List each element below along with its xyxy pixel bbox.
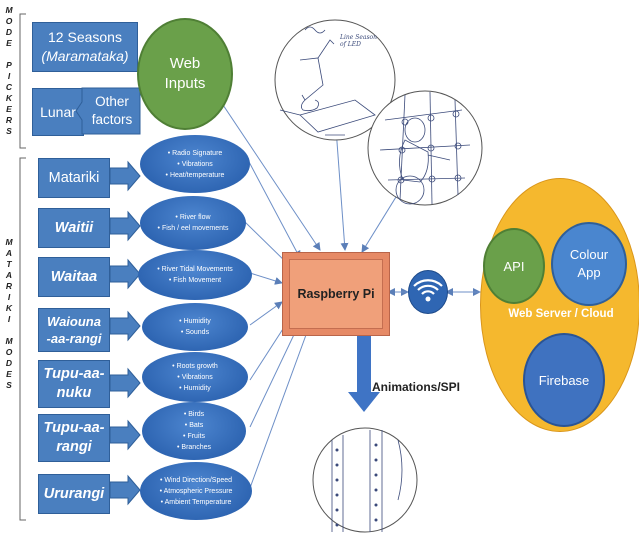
raspberry-pi-node[interactable]: Raspberry Pi bbox=[282, 252, 390, 336]
mode-waitii[interactable]: Waitii bbox=[38, 208, 110, 248]
web-inputs-node[interactable]: Web Inputs bbox=[137, 18, 233, 130]
mode-tupu-aa-nuku[interactable]: Tupu-aa- nuku bbox=[38, 360, 110, 408]
line-tupu-rangi bbox=[249, 321, 301, 428]
mode-matariki[interactable]: Matariki bbox=[38, 158, 110, 198]
matariki-modes-label: M A T A R I K I M O D E S bbox=[5, 237, 13, 390]
sensors-matariki: • Radio Signature • Vibrations • Heat/te… bbox=[140, 135, 250, 193]
mode-pickers-label: M O D E P I C K E R S bbox=[5, 5, 13, 136]
seasons-picker[interactable]: 12 Seasons (Maramataka) bbox=[32, 22, 138, 72]
animations-label: Animations/SPI bbox=[372, 380, 461, 394]
firebase-label: Firebase bbox=[538, 372, 590, 388]
mode-tupu-aa-rangi-label: Tupu-aa- rangi bbox=[43, 420, 105, 455]
sketch-caption: Line Season of LED bbox=[340, 34, 378, 48]
sensor-item: • Ambient Temperature bbox=[160, 498, 232, 506]
api-node[interactable]: API bbox=[483, 228, 545, 304]
line-waiouna bbox=[249, 301, 283, 326]
line-matariki bbox=[247, 159, 301, 259]
sensor-item: • Birds bbox=[183, 411, 205, 418]
modes-bracket bbox=[19, 157, 26, 521]
line-waitaa bbox=[249, 272, 283, 285]
sensor-item: • Wind Direction/Speed bbox=[159, 476, 233, 484]
sensor-item: • Fish / eel movements bbox=[157, 225, 229, 232]
sensors-tupu-aa-rangi: • Birds • Bats • Fruits • Branches bbox=[142, 402, 246, 460]
mode-ururangi-label: Ururangi bbox=[43, 486, 105, 502]
arrow-tupu-rangi bbox=[109, 419, 141, 451]
sensor-item: • Sounds bbox=[180, 329, 210, 336]
sensors-waitaa: • River Tidal Movements • Fish Movement bbox=[138, 250, 252, 300]
colour-app-line2: App bbox=[577, 265, 601, 280]
other-factors-line2: factors bbox=[91, 112, 133, 127]
sensor-item: • Bats bbox=[184, 422, 204, 429]
line-web-inputs bbox=[204, 77, 321, 251]
sensor-item: • Branches bbox=[177, 444, 211, 451]
mode-tupu-aa-rangi[interactable]: Tupu-aa- rangi bbox=[38, 414, 110, 462]
firebase-node[interactable]: Firebase bbox=[523, 333, 605, 427]
line-sketch2 bbox=[361, 149, 426, 253]
arrow-waiouna bbox=[109, 310, 141, 342]
mode-matariki-label: Matariki bbox=[48, 170, 100, 186]
sensor-item: • Heat/temperature bbox=[165, 171, 225, 179]
arrow-ururangi bbox=[109, 474, 141, 506]
raspberry-pi-label: Raspberry Pi bbox=[297, 287, 375, 301]
sensor-item: • Humidity bbox=[179, 318, 211, 325]
mode-ururangi[interactable]: Ururangi bbox=[38, 474, 110, 514]
animations-arrow bbox=[348, 334, 380, 412]
other-factors-picker[interactable]: Other factors bbox=[84, 88, 140, 134]
arrow-waitaa bbox=[109, 258, 141, 290]
sensor-item: • Fish Movement bbox=[168, 277, 222, 284]
web-inputs-line2: Inputs bbox=[164, 75, 206, 92]
seasons-title: 12 Seasons bbox=[48, 29, 122, 45]
pickers-bracket bbox=[19, 13, 26, 149]
line-ururangi bbox=[249, 323, 312, 489]
colour-app-line1: Colour bbox=[569, 247, 609, 262]
arrow-waitii bbox=[109, 210, 141, 242]
wifi-icon bbox=[408, 270, 448, 314]
mode-tupu-aa-nuku-label: Tupu-aa- nuku bbox=[43, 366, 105, 401]
mode-waitii-label: Waitii bbox=[54, 220, 94, 236]
sensor-item: • Fruits bbox=[183, 433, 205, 440]
mode-waitaa-label: Waitaa bbox=[50, 269, 98, 285]
sensors-ururangi: • Wind Direction/Speed • Atmospheric Pre… bbox=[140, 462, 252, 520]
sensor-item: • Atmospheric Pressure bbox=[159, 487, 233, 495]
lunar-label: Lunar bbox=[40, 104, 76, 120]
arrow-matariki bbox=[109, 160, 141, 192]
wifi-symbol bbox=[413, 279, 443, 302]
sensors-waitii: • River flow • Fish / eel movements bbox=[140, 196, 246, 250]
lunar-picker[interactable]: Lunar bbox=[32, 88, 84, 136]
arrow-tupu-nuku bbox=[109, 367, 141, 399]
mode-waitaa[interactable]: Waitaa bbox=[38, 257, 110, 297]
other-factors-line1: Other bbox=[95, 94, 129, 109]
sensor-item: • Radio Signature bbox=[167, 149, 223, 157]
sensor-item: • Humidity bbox=[179, 384, 211, 392]
sensor-item: • Roots growth bbox=[172, 362, 218, 370]
web-inputs-line1: Web bbox=[169, 55, 201, 72]
sensor-item: • Vibrations bbox=[177, 373, 213, 381]
sensor-item: • River flow bbox=[175, 214, 211, 221]
line-sketch1 bbox=[334, 114, 349, 251]
sensors-tupu-aa-nuku: • Roots growth • Vibrations • Humidity bbox=[142, 352, 248, 402]
sensors-waiouna: • Humidity • Sounds bbox=[142, 303, 248, 351]
seasons-subtitle: (Maramataka) bbox=[41, 48, 129, 64]
mode-waiouna[interactable]: Waiouna -aa-rangi bbox=[38, 308, 110, 352]
sensor-item: • Vibrations bbox=[177, 160, 213, 168]
cloud-label: Web Server / Cloud bbox=[508, 308, 614, 320]
mode-waiouna-label: Waiouna -aa-rangi bbox=[46, 314, 102, 346]
sensor-item: • River Tidal Movements bbox=[157, 266, 233, 273]
colour-app-node[interactable]: Colour App bbox=[551, 222, 627, 306]
api-label: API bbox=[503, 258, 525, 274]
